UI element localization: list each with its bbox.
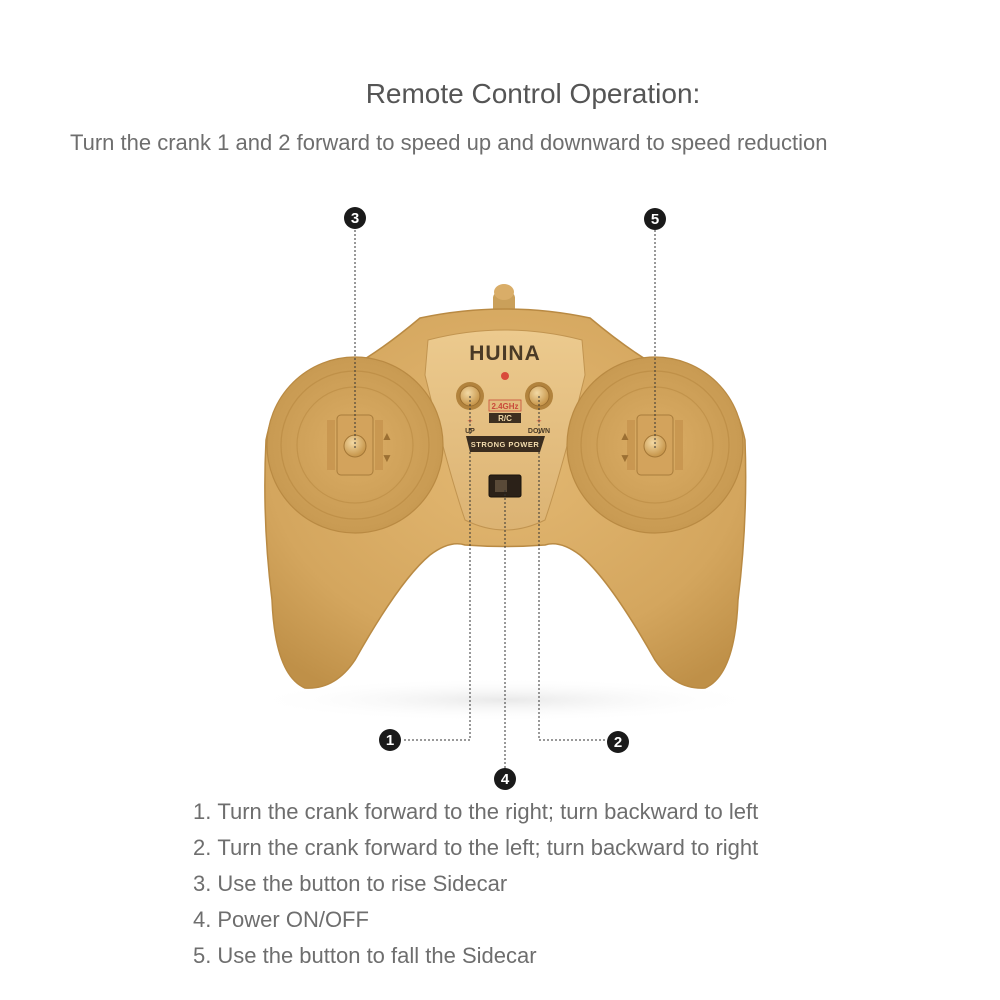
brand-logo: HUINA (469, 342, 541, 365)
frequency-label: 2.4GHz (491, 402, 518, 411)
item-number: 1. (193, 799, 212, 824)
list-item: 4.Power ON/OFF (193, 905, 758, 941)
rc-label: R/C (498, 414, 512, 423)
svg-text:2: 2 (614, 734, 622, 751)
up-label: UP (465, 428, 475, 435)
svg-text:5: 5 (651, 211, 659, 228)
down-arrow-icon: ▼ (619, 451, 631, 465)
svg-text:4: 4 (501, 771, 510, 788)
item-text: Power ON/OFF (217, 907, 369, 932)
svg-text:1: 1 (386, 732, 394, 749)
item-text: Use the button to fall the Sidecar (217, 943, 537, 968)
list-item: 1.Turn the crank forward to the right; t… (193, 797, 758, 833)
up-arrow-icon: ▲ (619, 429, 631, 443)
center-panel (424, 329, 586, 531)
item-text: Turn the crank forward to the left; turn… (217, 835, 759, 860)
item-text: Turn the crank forward to the right; tur… (217, 799, 759, 824)
page-title: Remote Control Operation: (365, 78, 701, 109)
power-switch[interactable] (488, 474, 522, 498)
callout-4: 4 (494, 768, 516, 790)
callout-2: 2 (607, 731, 629, 753)
svg-text:3: 3 (351, 210, 359, 227)
callout-lines (354, 230, 656, 768)
list-item: 5.Use the button to fall the Sidecar (193, 941, 758, 977)
item-number: 4. (193, 907, 212, 932)
callout-5: 5 (644, 208, 666, 230)
led-icon (501, 372, 509, 380)
down-label: DOWN (528, 428, 550, 435)
item-number: 2. (193, 835, 212, 860)
instruction-list: 1.Turn the crank forward to the right; t… (193, 797, 758, 977)
power-label: STRONG POWER (471, 440, 540, 449)
callout-3: 3 (344, 207, 366, 229)
item-text: Use the button to rise Sidecar (217, 871, 508, 896)
down-arrow-icon: ▼ (381, 451, 393, 465)
power-strip (466, 436, 545, 452)
up-arrow-icon: ▲ (381, 429, 393, 443)
intro-text: Turn the crank 1 and 2 forward to speed … (70, 130, 828, 155)
callout-1: 1 (379, 729, 401, 751)
item-number: 5. (193, 943, 212, 968)
list-item: 3.Use the button to rise Sidecar (193, 869, 758, 905)
list-item: 2.Turn the crank forward to the left; tu… (193, 833, 758, 869)
item-number: 3. (193, 871, 212, 896)
